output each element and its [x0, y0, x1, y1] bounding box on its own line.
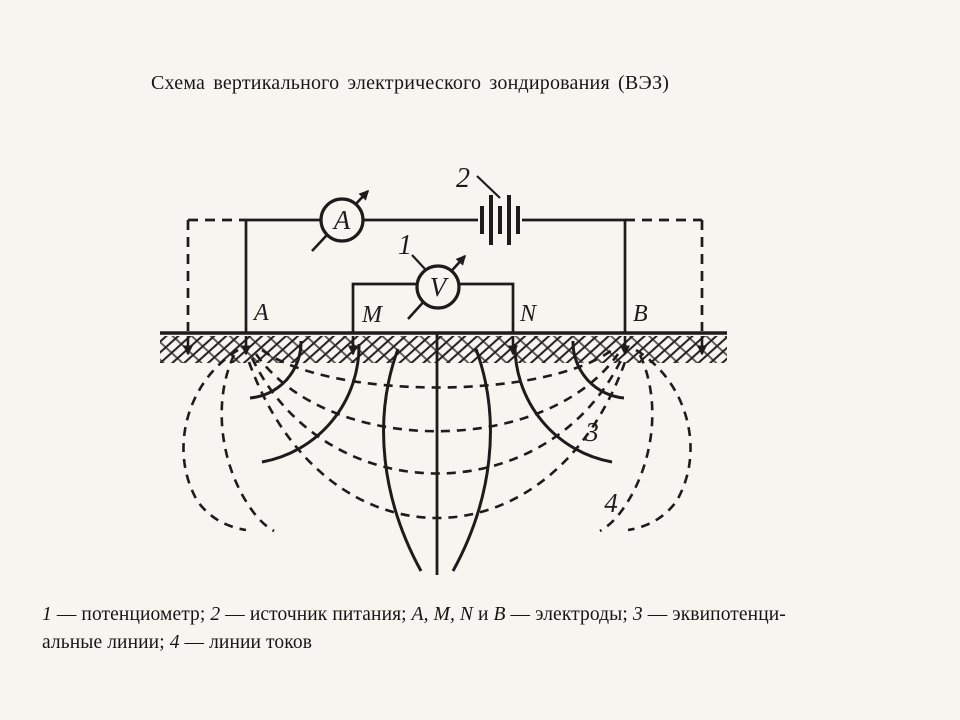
callout-2-leader [476, 175, 501, 199]
callout-1-leader [411, 254, 426, 270]
callout-2-power-source: 2 [456, 163, 470, 194]
equipotential-line [382, 348, 423, 572]
current-line [182, 348, 247, 532]
callout-3-equipotential: 3 [584, 417, 599, 447]
equipotential-line [451, 348, 492, 572]
callout-4-current-lines: 4 [604, 488, 618, 518]
soil-crosshatch [160, 336, 727, 363]
diagram-labels: A V 1 2 3 4 A M N B [252, 163, 648, 518]
ammeter-icon [319, 197, 365, 243]
battery-icon [480, 195, 520, 245]
field-lines [182, 333, 692, 575]
ground-current-arrows [183, 336, 707, 356]
ammeter-letter: A [332, 205, 351, 235]
equipotential-line [249, 340, 303, 400]
voltmeter-letter: V [430, 272, 450, 302]
equipotential-line [513, 343, 613, 464]
electrode-label-B: B [633, 301, 648, 327]
electrode-label-N: N [519, 301, 538, 327]
electrode-label-A: A [252, 300, 269, 326]
current-line [599, 354, 654, 533]
dashed-extension-wires [186, 218, 704, 331]
caption-line-1: 1 — потенциометр; 2 — источник питания; … [42, 604, 786, 625]
current-line [254, 353, 620, 433]
figure-title: Схема вертикального электрического зонди… [151, 72, 670, 94]
callout-1-potentiometer: 1 [398, 230, 412, 261]
circuit [186, 175, 704, 333]
wire-battery-to-B [522, 218, 627, 333]
equipotential-line [571, 340, 625, 400]
ground-surface [160, 331, 727, 363]
caption-line-2: альные линии; 4 — линии токов [42, 632, 313, 653]
figure-caption: 1 — потенциометр; 2 — источник питания; … [42, 601, 922, 657]
equipotential-lines-group [249, 333, 625, 575]
electrode-label-M: M [361, 302, 384, 328]
current-line [220, 354, 275, 533]
equipotential-line [261, 343, 361, 464]
current-line [627, 348, 692, 532]
voltmeter-icon [415, 264, 461, 310]
